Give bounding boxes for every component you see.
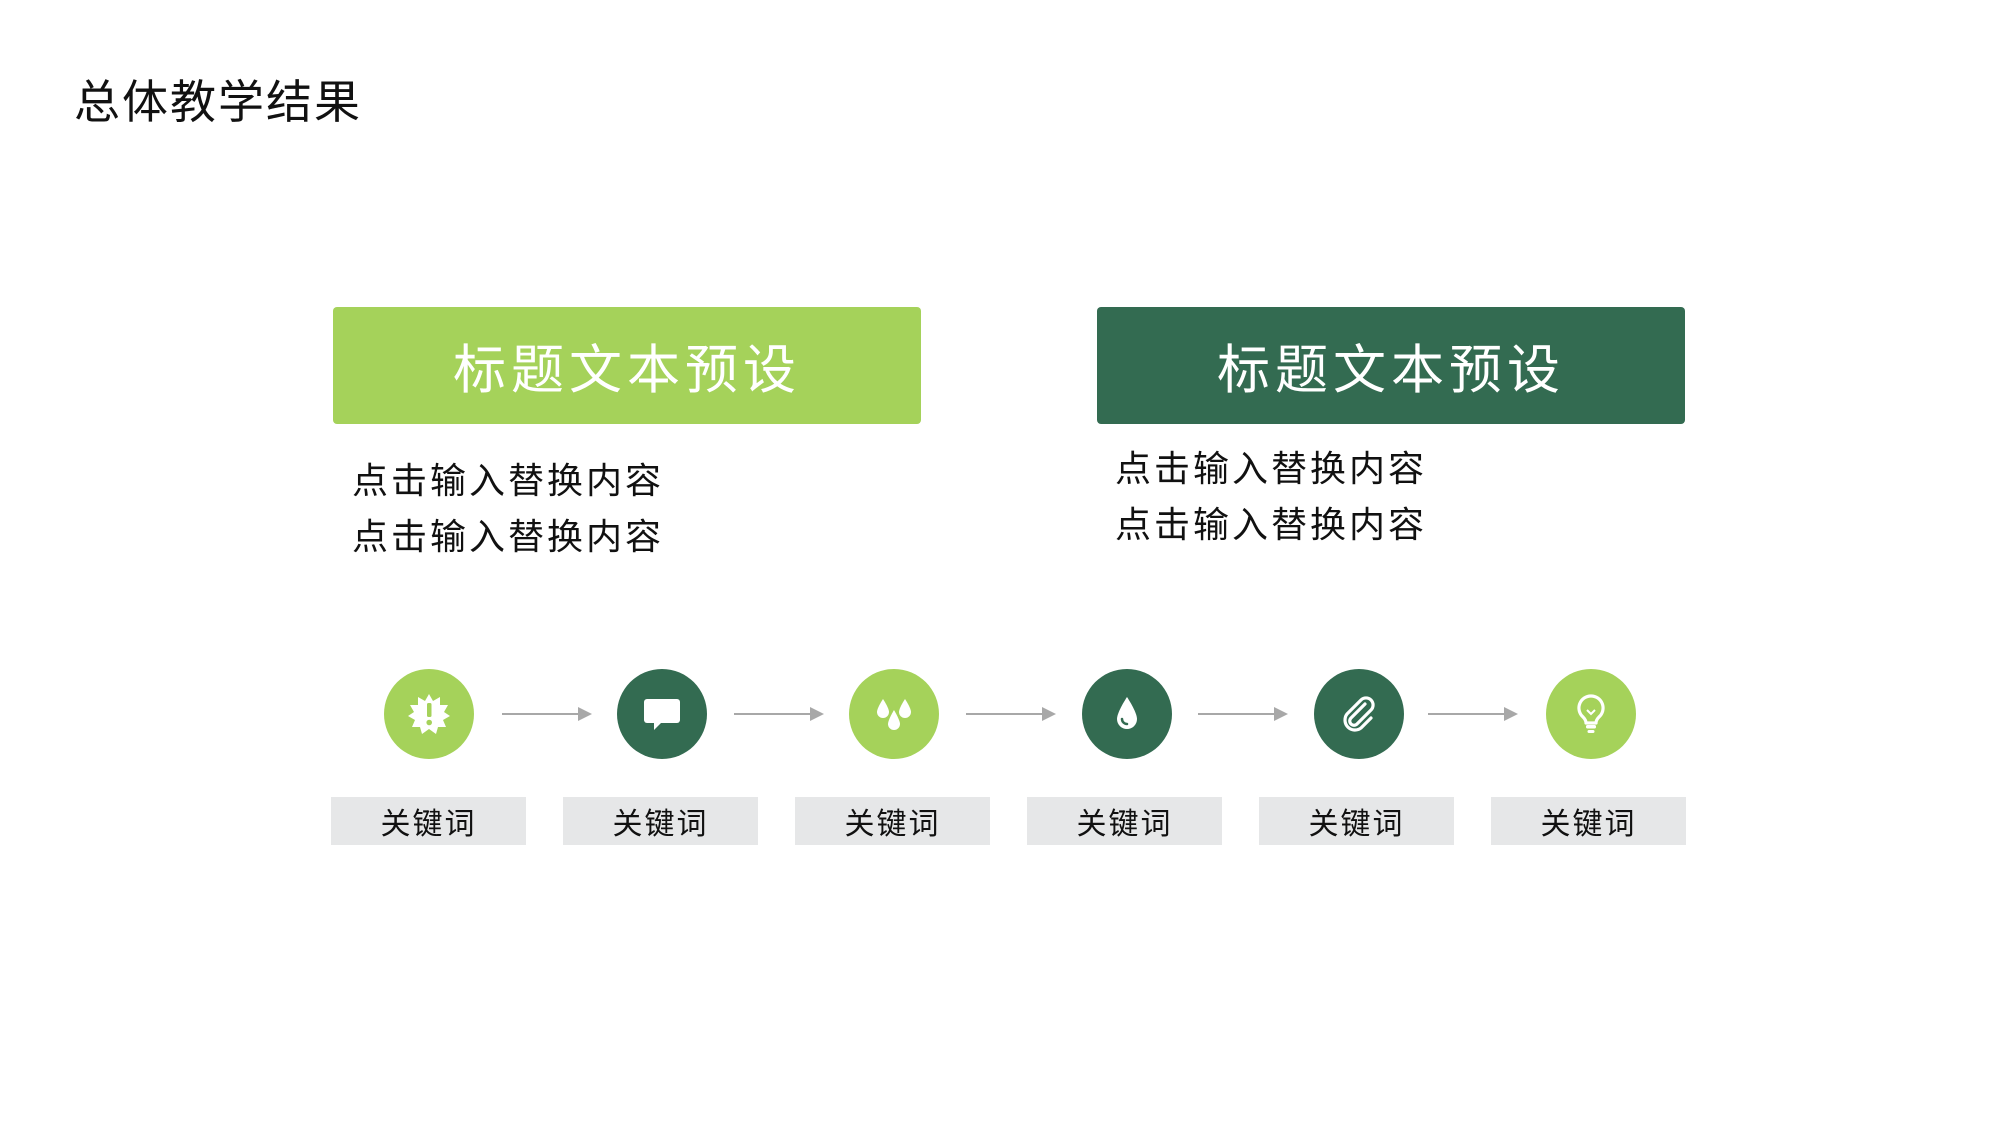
card-body-right: 点击输入替换内容 点击输入替换内容 <box>1115 442 1427 554</box>
droplet-icon <box>1117 697 1137 729</box>
card-body-left: 点击输入替换内容 点击输入替换内容 <box>352 454 664 566</box>
card-body-line: 点击输入替换内容 <box>1115 449 1428 490</box>
keyword-label: 关键词 <box>331 797 526 845</box>
keyword-label: 关键词 <box>795 797 990 845</box>
paperclip-icon <box>1343 696 1375 732</box>
keyword-label: 关键词 <box>1027 797 1222 845</box>
arrow-right-icon <box>734 707 824 721</box>
lightbulb-icon <box>1577 694 1605 733</box>
step-5-circle <box>1314 669 1404 759</box>
keyword-label: 关键词 <box>1491 797 1686 845</box>
water-drops-icon <box>877 699 911 730</box>
step-1-circle <box>384 669 474 759</box>
arrow-right-icon <box>1198 707 1288 721</box>
card-body-line: 点击输入替换内容 <box>352 461 665 502</box>
arrow-right-icon <box>966 707 1056 721</box>
step-4-circle <box>1082 669 1172 759</box>
step-6-circle <box>1546 669 1636 759</box>
card-body-line: 点击输入替换内容 <box>1115 505 1428 546</box>
card-header-right: 标题文本预设 <box>1097 307 1685 424</box>
arrow-right-icon <box>1428 707 1518 721</box>
card-header-left: 标题文本预设 <box>333 307 921 424</box>
step-2-circle <box>617 669 707 759</box>
card-body-line: 点击输入替换内容 <box>352 517 665 558</box>
alert-badge-icon <box>408 694 450 734</box>
arrow-right-icon <box>502 707 592 721</box>
step-3-circle <box>849 669 939 759</box>
keyword-label: 关键词 <box>563 797 758 845</box>
speech-bubble-icon <box>644 699 680 730</box>
page-title: 总体教学结果 <box>74 75 362 129</box>
keyword-label: 关键词 <box>1259 797 1454 845</box>
